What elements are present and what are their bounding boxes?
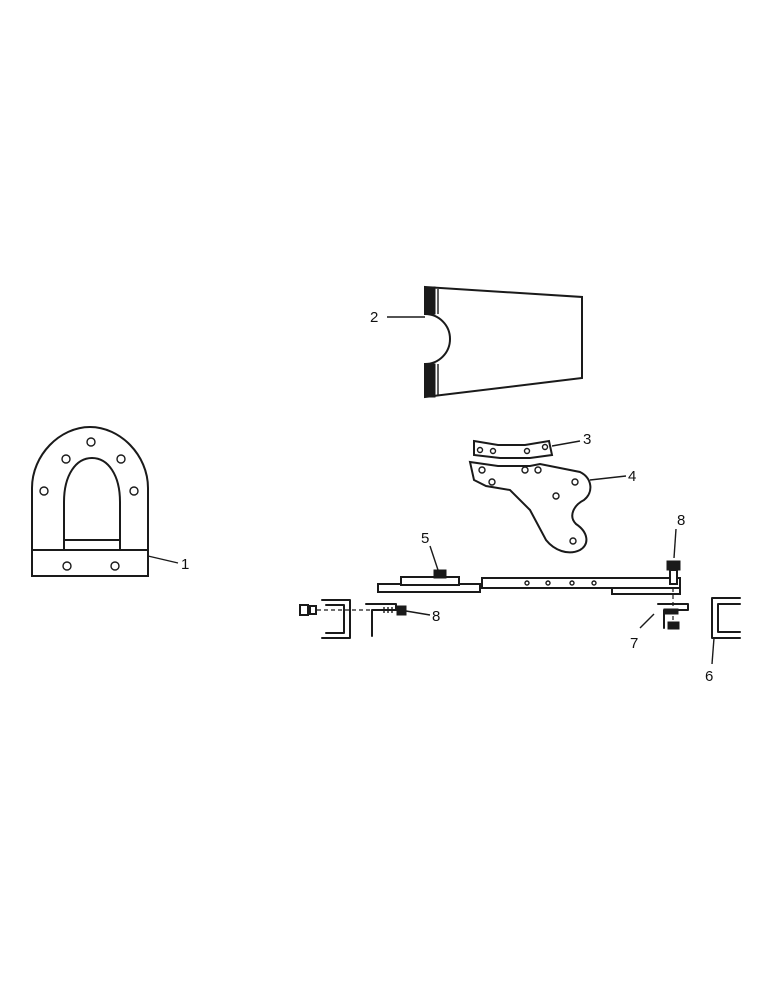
part-8-bolt-left (379, 605, 431, 616)
part-3-bracket-strip (473, 439, 581, 459)
left-nut (299, 604, 384, 616)
left-u-channel (321, 599, 351, 639)
callout-8-left: 8 (432, 608, 440, 625)
part-5-mounting-plate (377, 545, 481, 593)
callout-7: 7 (630, 635, 638, 652)
callout-8-right: 8 (677, 512, 685, 529)
callout-5: 5 (421, 530, 429, 547)
callout-4: 4 (628, 468, 636, 485)
callout-3: 3 (583, 431, 591, 448)
part-1-horseshoe-plate (31, 425, 179, 577)
part-7-angle-clip (639, 603, 689, 629)
part-8-bolt-right (666, 528, 681, 630)
flat-bar (481, 577, 681, 595)
callout-1: 1 (181, 556, 189, 573)
part-4-support-bracket (468, 460, 627, 554)
callout-6: 6 (705, 668, 713, 685)
callout-2: 2 (370, 309, 378, 326)
part-2-tapered-shroud (387, 285, 583, 399)
part-6-u-channel (711, 597, 741, 665)
